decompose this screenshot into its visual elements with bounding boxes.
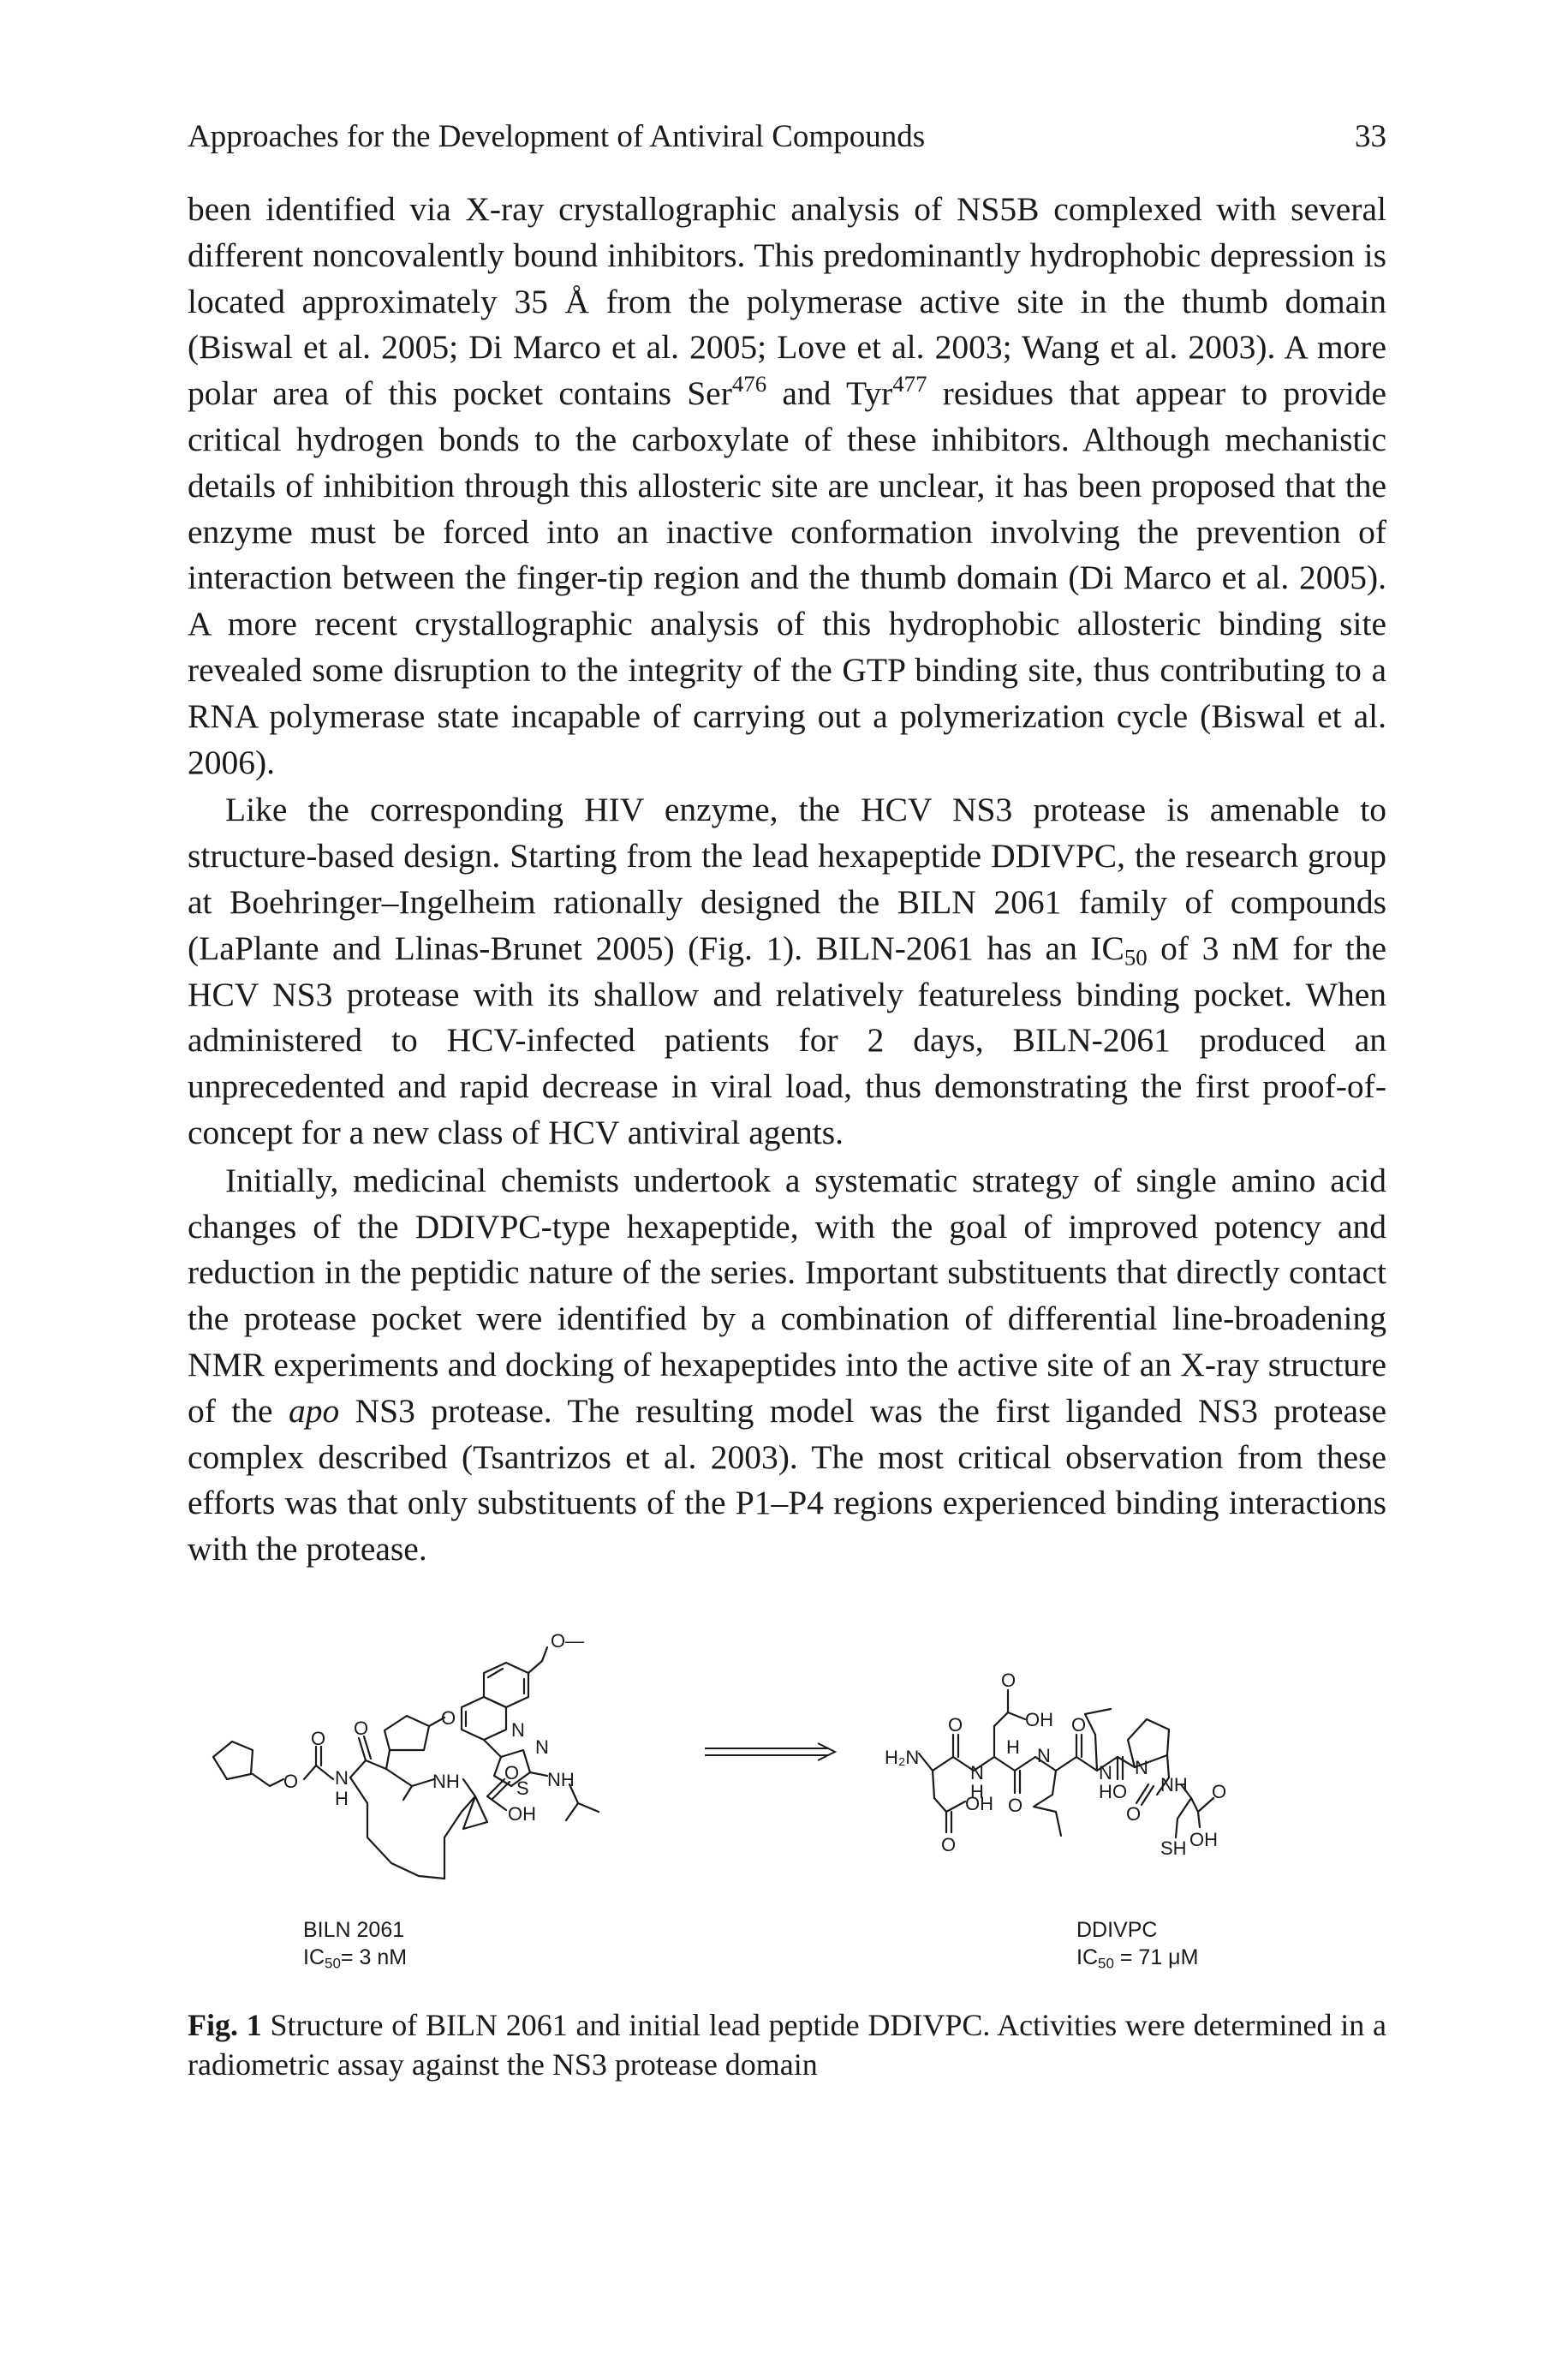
figure-1: O— O N N S NH O O N H O NH O OH — [188, 1555, 1386, 1992]
atom-h3: H — [1099, 1781, 1112, 1802]
atom-o-amide: O — [354, 1718, 368, 1739]
structure-drawing: O— O N N S NH O O N H O NH O OH — [212, 1630, 1226, 1880]
running-title: Approaches for the Development of Antivi… — [188, 119, 926, 154]
atom-h1: H — [970, 1781, 984, 1802]
atom-o4: O — [1071, 1714, 1086, 1736]
atom-nh-amide: NH — [432, 1771, 460, 1792]
atom-o-carbamate-1: O — [311, 1728, 325, 1749]
figure-caption: Fig. 1 Structure of BILN 2061 and initia… — [188, 2005, 1386, 2084]
atom-n-thiazole: N — [535, 1736, 549, 1758]
atom-nh-amine: NH — [547, 1769, 575, 1790]
biln2061-ic50-value: = 3 nM — [340, 1945, 408, 1969]
ddivpc-atom-labels: H₂N O N H O OH O OH H N O O N H O N O NH… — [885, 1670, 1226, 1859]
atom-o5: O — [1112, 1781, 1127, 1802]
superscript-476: 476 — [731, 371, 767, 397]
atom-n1: N — [970, 1762, 984, 1784]
caption-label: Fig. 1 — [188, 2008, 262, 2042]
paragraph-2-part-b: of 3 nM for the HCV NS3 protease with it… — [188, 929, 1386, 1151]
atom-n3: N — [1099, 1762, 1112, 1784]
biln2061-name: BILN 2061 — [303, 1918, 405, 1942]
atom-o-acid: O — [504, 1762, 519, 1784]
page-number: 33 — [1355, 119, 1386, 154]
atom-oh1: OH — [965, 1793, 993, 1814]
ddivpc-ic50: IC50 = 71 μM — [1076, 1944, 1198, 1971]
atom-h2n: H₂N — [885, 1747, 919, 1768]
atom-oh-acid: OH — [508, 1803, 536, 1825]
atom-o-ether: O — [441, 1707, 456, 1729]
paragraph-3: Initially, medicinal chemists undertook … — [188, 1158, 1386, 1573]
paragraph-1-part-a: been identified via X-ray crystallograph… — [188, 190, 1386, 413]
atom-h-carbamate: H — [335, 1788, 349, 1809]
paragraph-3-part-a: Initially, medicinal chemists undertook … — [188, 1161, 1386, 1430]
paragraph-2-part-a: Like the corresponding HIV enzyme, the H… — [188, 791, 1386, 967]
atom-o-methoxy: O— — [551, 1630, 584, 1652]
ddivpc-name: DDIVPC — [1076, 1918, 1158, 1942]
atom-sh: SH — [1160, 1837, 1187, 1859]
ddivpc-ic50-prefix: IC — [1076, 1945, 1098, 1969]
atom-h2: H — [1006, 1736, 1020, 1758]
atom-o2: O — [941, 1834, 956, 1855]
atom-o1: O — [948, 1714, 963, 1736]
paragraph-2: Like the corresponding HIV enzyme, the H… — [188, 787, 1386, 1156]
atom-o-carbamate-2: O — [283, 1771, 298, 1792]
biln2061-ic50: IC50= 3 nM — [303, 1944, 407, 1971]
running-header: Approaches for the Development of Antivi… — [188, 118, 1386, 170]
atom-n-proline: N — [1135, 1757, 1148, 1778]
reaction-arrow — [705, 1742, 838, 1761]
atom-s-thiazole: S — [516, 1778, 529, 1799]
proline-ring — [1126, 1718, 1171, 1769]
thiazole-ring — [492, 1748, 532, 1788]
body-text: been identified via X-ray crystallograph… — [188, 187, 1386, 1573]
atom-o3: O — [1008, 1795, 1022, 1816]
paragraph-3-part-b: NS3 protease. The resulting model was th… — [188, 1391, 1386, 1568]
atom-oh2: OH — [1189, 1829, 1218, 1850]
biln2061-atom-labels: O— O N N S NH O O N H O NH O OH — [283, 1630, 584, 1825]
subscript-50: 50 — [1124, 944, 1148, 971]
atom-nh: NH — [1160, 1774, 1188, 1795]
cyclopentyl-ring — [212, 1740, 254, 1781]
caption-text: Structure of BILN 2061 and initial lead … — [188, 2008, 1386, 2082]
biln2061-label: BILN 2061 IC50= 3 nM — [303, 1916, 407, 1971]
ddivpc-ic50-sub: 50 — [1098, 1955, 1114, 1972]
atom-n-carbamate: N — [335, 1767, 349, 1789]
quinoline-ring-b — [482, 1661, 530, 1709]
atom-o6: O — [1126, 1803, 1141, 1825]
biln2061-ic50-prefix: IC — [303, 1945, 325, 1969]
atom-n2: N — [1037, 1745, 1051, 1766]
paragraph-1-part-b: and Tyr — [766, 374, 893, 413]
ddivpc-label: DDIVPC IC50 = 71 μM — [1076, 1916, 1198, 1971]
ddivpc-ic50-value: = 71 μM — [1113, 1945, 1199, 1969]
atom-o-top: O — [1001, 1670, 1016, 1691]
italic-apo: apo — [288, 1391, 340, 1430]
atom-oh-top: OH — [1025, 1709, 1053, 1730]
paragraph-1-part-c: residues that appear to provide critical… — [188, 374, 1386, 781]
atom-o7: O — [1212, 1781, 1226, 1802]
paragraph-1: been identified via X-ray crystallograph… — [188, 187, 1386, 786]
atom-n-quinoline: N — [511, 1719, 525, 1741]
superscript-477: 477 — [892, 371, 927, 397]
biln2061-ic50-sub: 50 — [325, 1955, 341, 1972]
